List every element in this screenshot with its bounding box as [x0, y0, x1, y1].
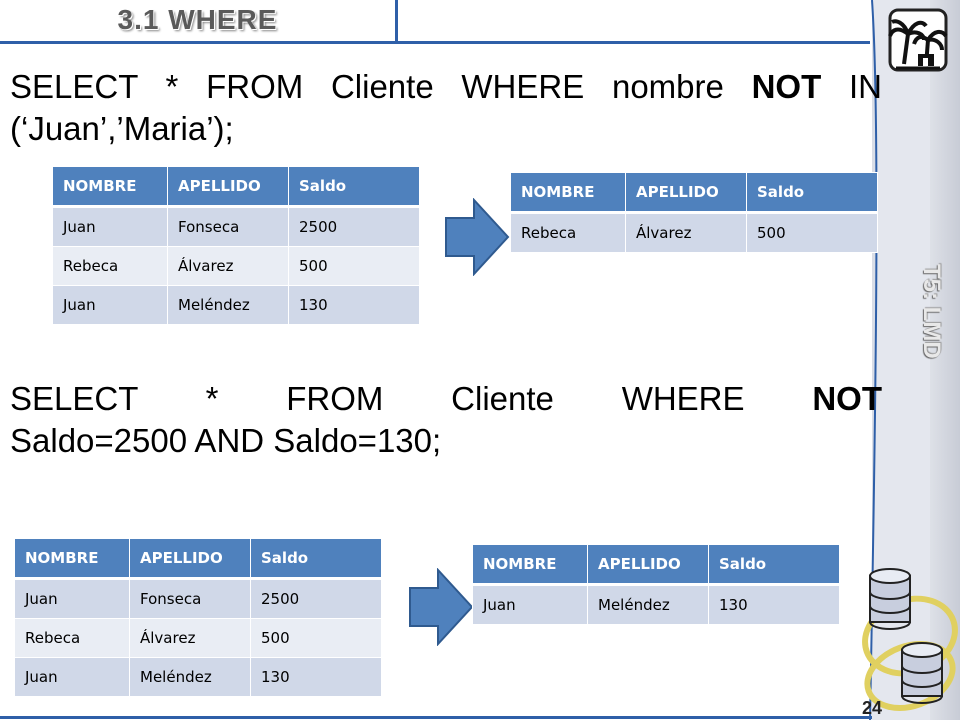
- cell-saldo: 500: [250, 618, 382, 658]
- result-table-1: NOMBRE APELLIDO Saldo Rebeca Álvarez 500: [510, 172, 878, 253]
- cell-saldo: 130: [250, 657, 382, 697]
- cell-apellido: Álvarez: [625, 212, 747, 253]
- cell-saldo: 130: [288, 285, 420, 325]
- bottom-divider: [0, 716, 872, 719]
- cell-nombre: Juan: [14, 578, 130, 619]
- table-row: Rebeca Álvarez 500: [14, 618, 382, 658]
- sql1-line1-text: SELECT * FROM Cliente WHERE nombre: [10, 68, 752, 105]
- cell-apellido: Álvarez: [129, 618, 251, 658]
- sql1-line2-text: (‘Juan’,’Maria’);: [10, 110, 234, 147]
- cell-saldo: 2500: [250, 578, 382, 619]
- table-header-row: NOMBRE APELLIDO Saldo: [14, 538, 382, 580]
- cell-apellido: Álvarez: [167, 246, 289, 286]
- slide-title: 3.1 WHERE: [117, 4, 278, 35]
- side-section-label: T5: LMD: [918, 264, 945, 359]
- cell-nombre: Rebeca: [14, 618, 130, 658]
- source-table-2: NOMBRE APELLIDO Saldo Juan Fonseca 2500 …: [14, 538, 382, 697]
- arrow-right-icon: [409, 568, 474, 646]
- column-header-nombre: NOMBRE: [14, 538, 130, 580]
- sql2-not-keyword: NOT: [812, 380, 882, 417]
- cell-nombre: Rebeca: [510, 212, 626, 253]
- table-row: Rebeca Álvarez 500: [510, 212, 878, 253]
- table-header-row: NOMBRE APELLIDO Saldo: [472, 544, 840, 586]
- sql2-line1-text: SELECT * FROM Cliente WHERE: [10, 380, 813, 417]
- sql1-in-keyword: IN: [821, 68, 882, 105]
- title-underline: [398, 41, 870, 44]
- column-header-apellido: APELLIDO: [587, 544, 709, 586]
- cell-apellido: Meléndez: [167, 285, 289, 325]
- sql-statement-2: SELECT * FROM Cliente WHERE NOT Saldo=25…: [10, 378, 882, 462]
- column-header-saldo: Saldo: [746, 172, 878, 214]
- table-row: Juan Meléndez 130: [472, 584, 840, 625]
- cell-nombre: Juan: [52, 285, 168, 325]
- result-table-2: NOMBRE APELLIDO Saldo Juan Meléndez 130: [472, 544, 840, 625]
- table-row: Juan Meléndez 130: [52, 285, 420, 325]
- cell-nombre: Rebeca: [52, 246, 168, 286]
- column-header-nombre: NOMBRE: [472, 544, 588, 586]
- database-icon: [862, 568, 958, 711]
- column-header-apellido: APELLIDO: [129, 538, 251, 580]
- table-header-row: NOMBRE APELLIDO Saldo: [52, 166, 420, 208]
- cell-apellido: Fonseca: [129, 578, 251, 619]
- column-header-apellido: APELLIDO: [167, 166, 289, 208]
- cell-nombre: Juan: [52, 206, 168, 247]
- source-table-1: NOMBRE APELLIDO Saldo Juan Fonseca 2500 …: [52, 166, 420, 325]
- sql1-not-keyword: NOT: [751, 68, 822, 105]
- sql-statement-1: SELECT * FROM Cliente WHERE nombre NOT I…: [10, 66, 882, 150]
- column-header-apellido: APELLIDO: [625, 172, 747, 214]
- table-row: Juan Meléndez 130: [14, 657, 382, 697]
- cell-nombre: Juan: [14, 657, 130, 697]
- table-header-row: NOMBRE APELLIDO Saldo: [510, 172, 878, 214]
- cell-nombre: Juan: [472, 584, 588, 625]
- sql2-line2-text: Saldo=2500 AND Saldo=130;: [10, 422, 442, 459]
- cell-apellido: Fonseca: [167, 206, 289, 247]
- table-row: Juan Fonseca 2500: [14, 578, 382, 619]
- arrow-right-icon: [445, 198, 510, 276]
- cell-saldo: 500: [288, 246, 420, 286]
- column-header-nombre: NOMBRE: [52, 166, 168, 208]
- palm-tree-logo: [888, 8, 948, 72]
- cell-apellido: Meléndez: [129, 657, 251, 697]
- column-header-saldo: Saldo: [288, 166, 420, 208]
- cell-apellido: Meléndez: [587, 584, 709, 625]
- table-row: Rebeca Álvarez 500: [52, 246, 420, 286]
- column-header-nombre: NOMBRE: [510, 172, 626, 214]
- column-header-saldo: Saldo: [708, 544, 840, 586]
- cell-saldo: 2500: [288, 206, 420, 247]
- cell-saldo: 130: [708, 584, 840, 625]
- column-header-saldo: Saldo: [250, 538, 382, 580]
- table-row: Juan Fonseca 2500: [52, 206, 420, 247]
- cell-saldo: 500: [746, 212, 878, 253]
- page-number: 24: [861, 698, 883, 718]
- title-tab: [0, 0, 398, 44]
